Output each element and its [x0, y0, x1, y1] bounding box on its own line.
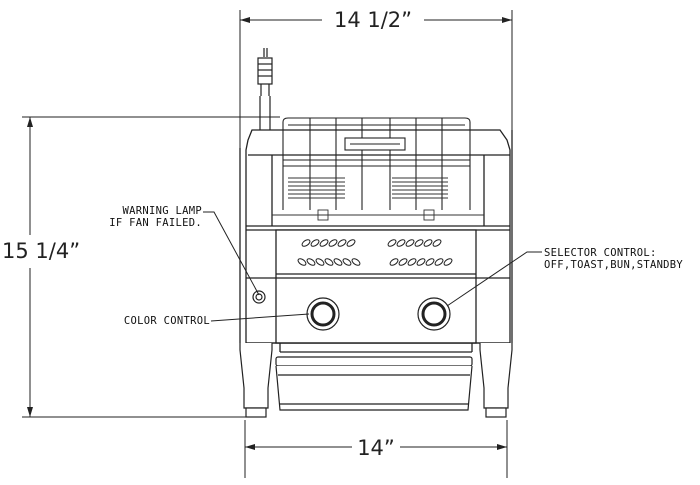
vent-slots-right-top [387, 239, 442, 247]
warning-lamp-label-line1: WARNING LAMP [123, 205, 202, 217]
vent-slots-right-bottom [389, 258, 453, 266]
vent-slots-left-top [301, 239, 356, 247]
dimension-bottom-width [244, 420, 508, 478]
dimension-height-label: 15 1/4” [2, 239, 80, 263]
right-leg [479, 343, 513, 418]
warning-lamp-label-line2: IF FAN FAILED. [109, 217, 202, 229]
selector-control-knob [417, 297, 451, 331]
color-control-label: COLOR CONTROL [124, 315, 210, 327]
color-control-knob [306, 297, 340, 331]
dimension-bottom-width-label: 14” [357, 436, 395, 460]
callout-leaders [203, 211, 542, 322]
selector-control-label-line2: OFF,TOAST,BUN,STANDBY [544, 259, 683, 271]
power-cord [257, 48, 273, 150]
vent-slots-left-bottom [297, 258, 361, 266]
dimension-top-width [239, 10, 513, 148]
heating-elements [272, 177, 484, 221]
dimension-height [22, 116, 280, 418]
dimension-top-width-label: 14 1/2” [334, 8, 412, 32]
warning-lamp-icon [252, 290, 266, 304]
bottom-tray [275, 356, 473, 411]
top-wire-rack [282, 117, 471, 210]
toaster-body [239, 129, 513, 353]
selector-control-label-line1: SELECTOR CONTROL: [544, 247, 657, 259]
left-leg [239, 343, 273, 418]
